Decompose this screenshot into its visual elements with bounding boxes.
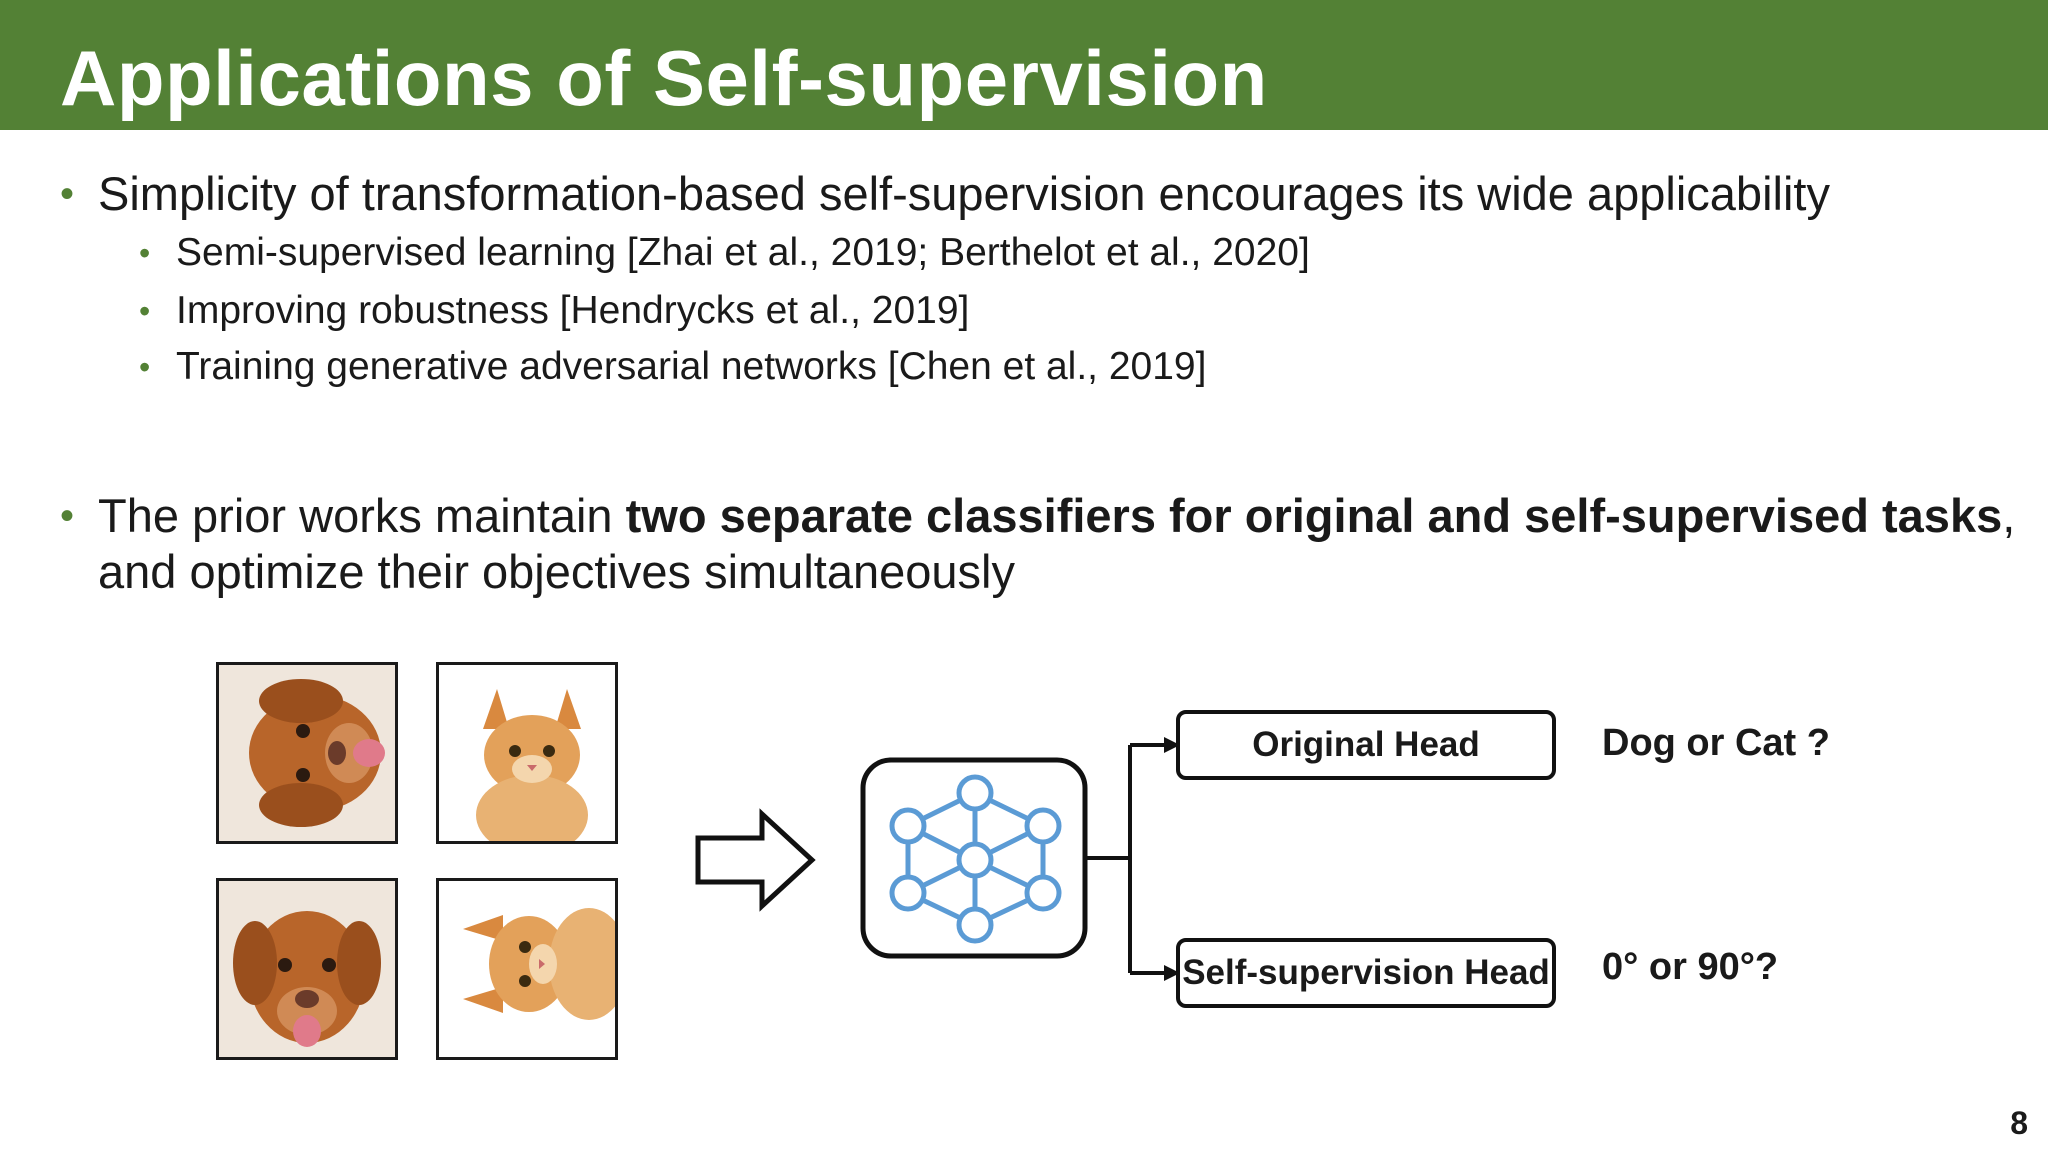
page-number: 8: [2010, 1105, 2028, 1141]
rotation-answer: 0° or 90°?: [1602, 946, 1779, 988]
original-head-label: Original Head: [1252, 725, 1480, 764]
bullet-text-post: ,: [2002, 489, 2016, 542]
sub-bullet-robustness: • Improving robustness [Hendrycks et al.…: [139, 288, 970, 334]
bullet-text-line2: and optimize their objectives simultaneo…: [98, 545, 1015, 598]
cat-upright-image: [436, 662, 618, 844]
sub-bullet-text: Training generative adversarial networks…: [176, 345, 1207, 388]
sub-bullet-gan: • Training generative adversarial networ…: [139, 344, 1207, 390]
bullet-dot-icon: •: [60, 172, 75, 216]
bullet-prior-works-line2: and optimize their objectives simultaneo…: [98, 544, 1015, 600]
sub-bullet-semi-supervised: • Semi-supervised learning [Zhai et al.,…: [139, 230, 1310, 276]
cat-rotated-image: [436, 878, 618, 1060]
dog-upright-image: [216, 878, 398, 1060]
self-supervision-head-box: Self-supervision Head: [1176, 938, 1556, 1008]
sub-bullet-text: Semi-supervised learning [Zhai et al., 2…: [176, 231, 1310, 274]
bullet-prior-works: • The prior works maintain two separate …: [60, 488, 2016, 544]
sub-bullet-text: Improving robustness [Hendrycks et al., …: [176, 289, 970, 332]
bullet-dot-icon: •: [139, 235, 151, 271]
bullet-dot-icon: •: [139, 349, 151, 385]
bullet-dot-icon: •: [60, 494, 75, 538]
title-bar: Applications of Self-supervision: [0, 0, 2048, 130]
branch-connector: [1085, 743, 1168, 975]
bullet-text-pre: The prior works maintain: [98, 489, 626, 542]
bullet-dot-icon: •: [139, 293, 151, 329]
bullet-text-bold: two separate classifiers for original an…: [625, 489, 2003, 542]
slide-title: Applications of Self-supervision: [60, 34, 1268, 122]
neural-network-icon: [889, 774, 1062, 944]
original-answer: Dog or Cat ?: [1602, 722, 1830, 764]
self-supervision-head-label: Self-supervision Head: [1182, 953, 1550, 992]
dog-rotated-image: [216, 662, 398, 844]
arrowhead-icon: [1164, 737, 1180, 753]
bullet-text: Simplicity of transformation-based self-…: [98, 167, 1830, 220]
right-arrow-icon: [695, 808, 816, 912]
arrowhead-icon: [1164, 965, 1180, 981]
original-head-box: Original Head: [1176, 710, 1556, 780]
bullet-applicability: • Simplicity of transformation-based sel…: [60, 166, 1830, 222]
